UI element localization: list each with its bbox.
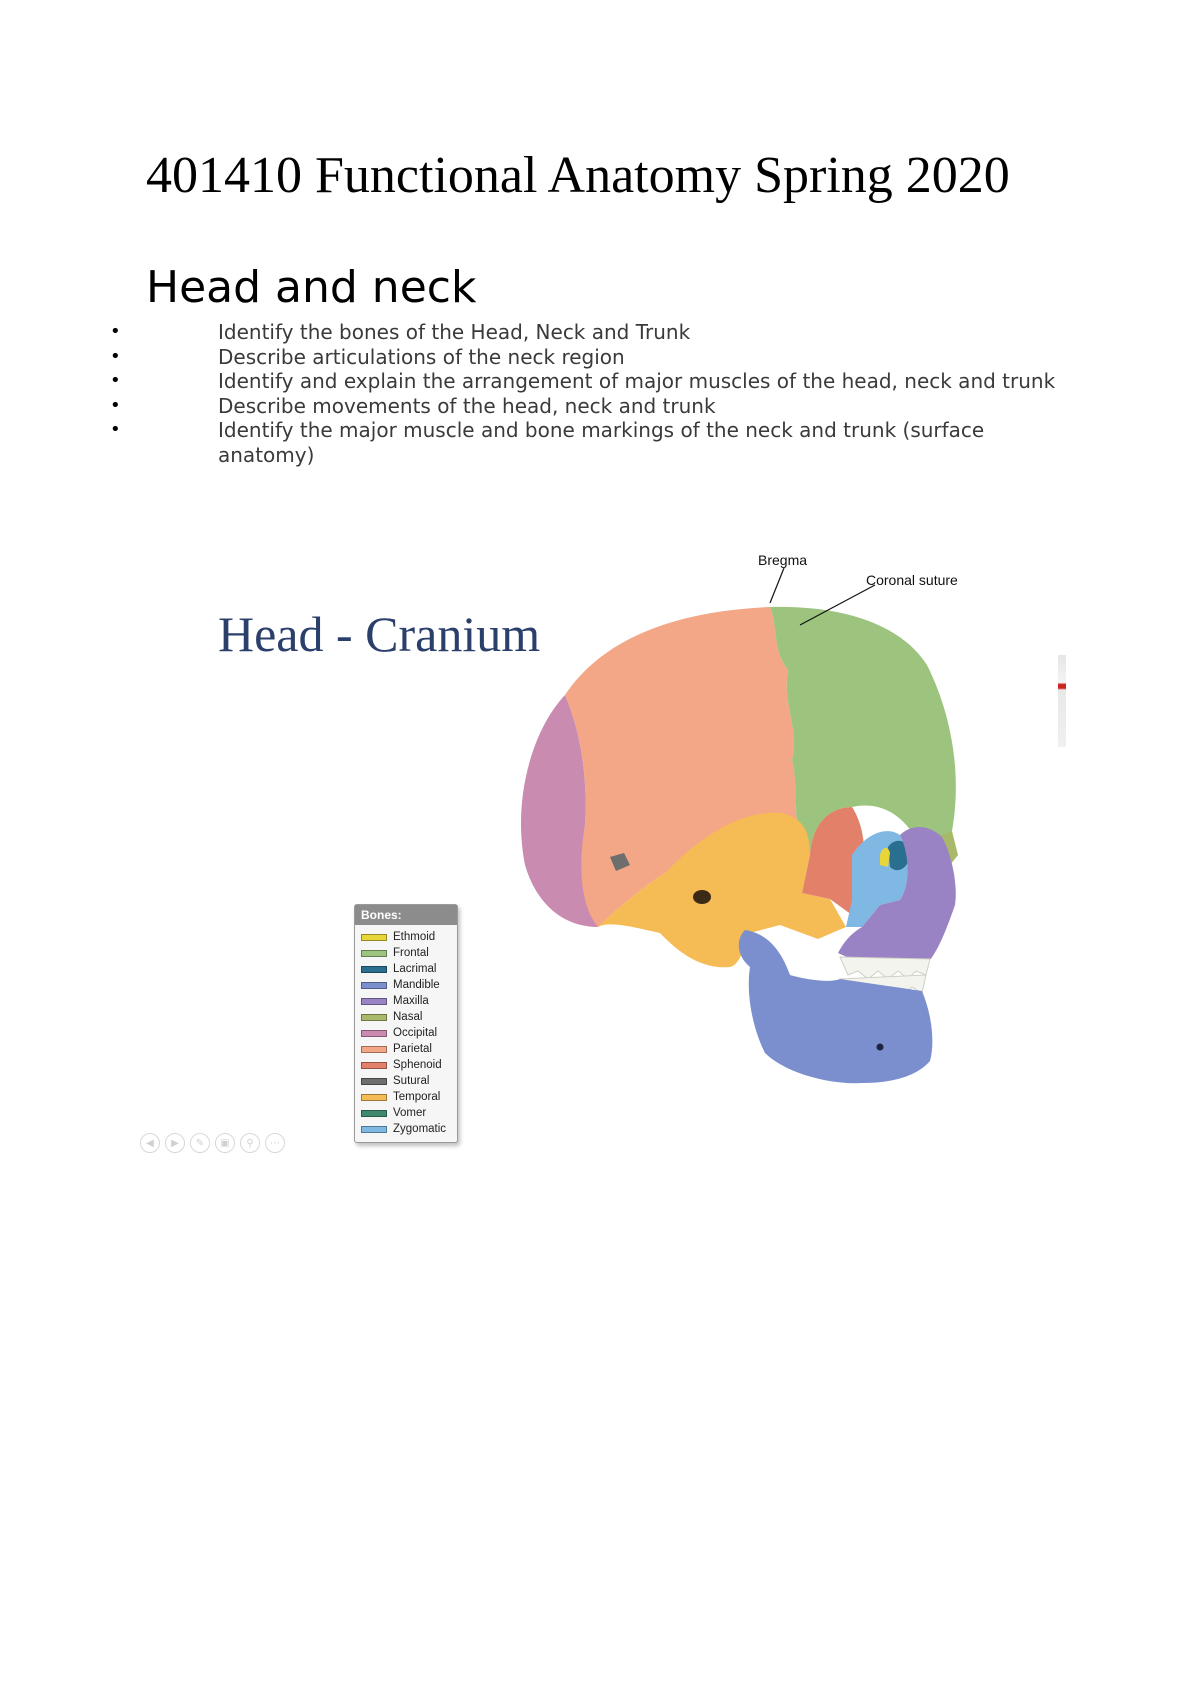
coronal-suture-pointer (799, 584, 876, 626)
temporal-bone (598, 812, 846, 968)
ear-canal (693, 890, 711, 904)
legend-item-frontal: Frontal (355, 945, 457, 961)
play-icon[interactable]: ▶ (165, 1133, 185, 1153)
objective-item: Describe articulations of the neck regio… (110, 345, 1056, 370)
swatch-mandible (361, 981, 387, 989)
bregma-pointer (769, 567, 785, 604)
legend-item-zygomatic: Zygomatic (355, 1121, 457, 1137)
bones-legend: Bones: Ethmoid Frontal Lacrimal Mandible… (354, 904, 458, 1143)
swatch-nasal (361, 1013, 387, 1021)
swatch-zygomatic (361, 1125, 387, 1133)
previous-icon[interactable]: ◀ (140, 1133, 160, 1153)
legend-item-parietal: Parietal (355, 1041, 457, 1057)
skull-illustration: Bregma Coronal suture (520, 555, 958, 1084)
swatch-vomer (361, 1109, 387, 1117)
legend-list: Ethmoid Frontal Lacrimal Mandible Maxill… (355, 929, 457, 1137)
legend-header: Bones: (355, 905, 457, 925)
maxilla-bone (838, 826, 956, 963)
slide-image: Bregma Coronal suture Head - Cranium Bon… (140, 555, 1066, 1165)
swatch-maxilla (361, 997, 387, 1005)
legend-item-ethmoid: Ethmoid (355, 929, 457, 945)
frontal-bone (770, 606, 956, 858)
legend-item-sphenoid: Sphenoid (355, 1057, 457, 1073)
swatch-parietal (361, 1045, 387, 1053)
slide-edge-strip (1058, 655, 1066, 747)
swatch-frontal (361, 949, 387, 957)
section-heading: Head and neck (146, 262, 477, 313)
zoom-icon[interactable]: ⚲ (240, 1133, 260, 1153)
mandible-bone (738, 930, 933, 1084)
legend-item-temporal: Temporal (355, 1089, 457, 1105)
objective-item: Identify and explain the arrangement of … (110, 369, 1056, 394)
objective-item: Identify the bones of the Head, Neck and… (110, 320, 1056, 345)
legend-item-nasal: Nasal (355, 1009, 457, 1025)
objective-item: Describe movements of the head, neck and… (110, 394, 1056, 419)
swatch-temporal (361, 1093, 387, 1101)
sutural-bone (610, 853, 630, 871)
lacrimal-bone (888, 840, 910, 871)
document-title: 401410 Functional Anatomy Spring 2020 (146, 147, 1010, 204)
pen-icon[interactable]: ✎ (190, 1133, 210, 1153)
objective-item: Identify the major muscle and bone marki… (110, 418, 1056, 467)
swatch-sphenoid (361, 1061, 387, 1069)
slide-title: Head - Cranium (218, 606, 541, 662)
sphenoid-bone (802, 807, 865, 915)
legend-item-mandible: Mandible (355, 977, 457, 993)
slide-controls: ◀ ▶ ✎ ▣ ⚲ ⋯ (140, 1133, 285, 1153)
mental-foramen (876, 1043, 884, 1051)
legend-item-occipital: Occipital (355, 1025, 457, 1041)
swatch-lacrimal (361, 965, 387, 973)
ethmoid-bone (880, 847, 890, 867)
legend-item-sutural: Sutural (355, 1073, 457, 1089)
legend-item-lacrimal: Lacrimal (355, 961, 457, 977)
coronal-suture-label: Coronal suture (866, 572, 958, 588)
styloid-process (702, 910, 725, 961)
bregma-label: Bregma (758, 555, 807, 568)
swatch-sutural (361, 1077, 387, 1085)
swatch-ethmoid (361, 933, 387, 941)
legend-item-vomer: Vomer (355, 1105, 457, 1121)
upper-teeth (839, 956, 931, 980)
legend-item-maxilla: Maxilla (355, 993, 457, 1009)
slides-icon[interactable]: ▣ (215, 1133, 235, 1153)
swatch-occipital (361, 1029, 387, 1037)
objectives-list: Identify the bones of the Head, Neck and… (110, 320, 1056, 467)
more-icon[interactable]: ⋯ (265, 1133, 285, 1153)
